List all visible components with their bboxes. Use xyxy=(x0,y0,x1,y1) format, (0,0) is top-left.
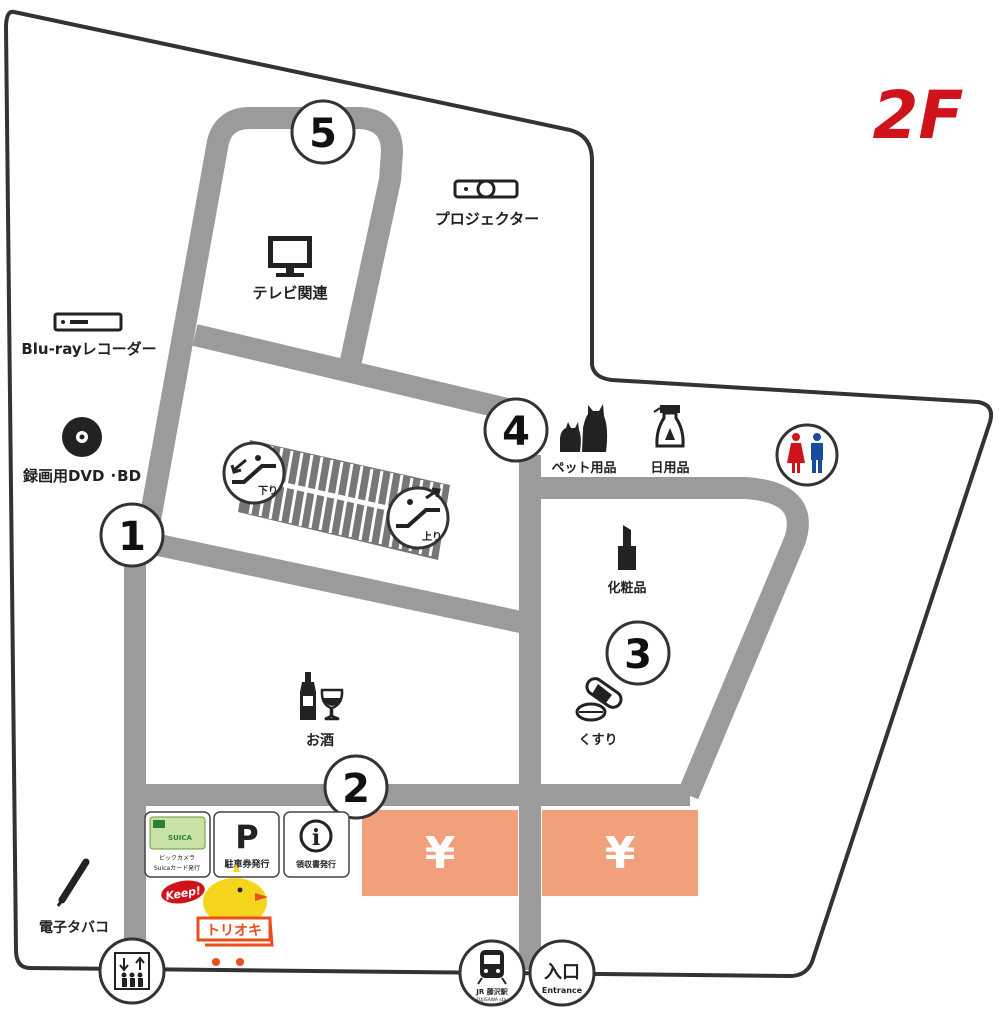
pet-icon xyxy=(560,404,608,452)
checkpoint-3: 3 xyxy=(605,620,671,686)
entrance-en: Entrance xyxy=(542,986,583,995)
escalator-up-label: 上り xyxy=(422,530,442,543)
lipstick-icon xyxy=(618,525,636,570)
checkpoint-1: 1 xyxy=(99,502,165,568)
area-label-tv: テレビ関連 xyxy=(252,284,328,302)
area-label-ecig: 電子タバコ xyxy=(39,919,109,936)
area-label-cosmetics: 化粧品 xyxy=(607,580,646,596)
area-label-daily: 日用品 xyxy=(650,461,689,476)
suica-line1: ビックカメラ xyxy=(159,854,195,862)
pill-icon xyxy=(575,677,623,722)
parking-icon: P xyxy=(235,818,258,856)
suica-card-text: SUICA xyxy=(168,834,192,842)
svg-text:2: 2 xyxy=(342,766,370,812)
tv-icon xyxy=(268,236,312,277)
aisles xyxy=(124,107,809,970)
mascot-badge: Keep! xyxy=(165,884,202,903)
e-cigarette-icon xyxy=(56,858,90,907)
train-icon: JR 藤沢駅 FUJISAWA sta. xyxy=(458,939,526,1007)
area-label-bluray: Blu-rayレコーダー xyxy=(21,340,156,358)
elevator-icon xyxy=(98,937,166,1005)
checkpoint-5: 5 xyxy=(290,99,356,165)
checkpoint-4: 4 xyxy=(483,397,549,463)
yen-icon: ¥ xyxy=(425,828,456,879)
suica-card-service: SUICA ビックカメラ Suicaカード発行 xyxy=(144,811,211,878)
register-right: ¥ xyxy=(542,810,698,896)
mascot-name: トリオキ xyxy=(206,923,262,939)
escalator-down-label: 下り xyxy=(258,485,278,497)
suica-line2: Suicaカード発行 xyxy=(154,864,200,872)
info-icon: i xyxy=(299,819,333,853)
escalator-down-icon: 下り xyxy=(222,441,286,505)
area-label-liquor: お酒 xyxy=(306,733,334,749)
parking-service: P 駐車券発行 xyxy=(213,811,280,878)
svg-text:5: 5 xyxy=(309,111,337,157)
station-sub: FUJISAWA sta. xyxy=(476,997,507,1003)
area-label-projector: プロジェクター xyxy=(435,210,539,228)
checkpoint-2: 2 xyxy=(323,754,389,820)
area-label-medicine: くすり xyxy=(578,733,617,748)
floor-label: 2F xyxy=(872,77,963,154)
register-left: ¥ xyxy=(362,810,518,896)
restroom-icon xyxy=(775,423,839,487)
disc-icon xyxy=(62,417,102,457)
liquor-icon xyxy=(300,672,344,721)
area-label-pet: ペット用品 xyxy=(551,461,616,476)
chick-mascot-icon: トリオキ Keep! xyxy=(161,864,274,966)
bluray-recorder-icon xyxy=(53,312,123,332)
svg-text:4: 4 xyxy=(502,409,530,455)
floor-outline xyxy=(3,9,994,979)
svg-text:3: 3 xyxy=(624,632,652,678)
info-service: i 領収書発行 xyxy=(283,811,350,878)
spray-bottle-icon xyxy=(653,405,685,448)
escalator-up-icon: 上り xyxy=(386,486,450,550)
entrance-jp: 入口 xyxy=(544,962,580,983)
station-name: JR 藤沢駅 xyxy=(475,987,508,996)
parking-label: 駐車券発行 xyxy=(224,858,269,870)
info-label: 領収書発行 xyxy=(295,859,336,869)
svg-text:i: i xyxy=(312,825,320,851)
svg-text:1: 1 xyxy=(118,514,146,560)
projector-icon xyxy=(453,179,519,199)
yen-icon: ¥ xyxy=(605,828,636,879)
area-label-dvd: 録画用DVD ･BD xyxy=(23,467,141,485)
entrance-marker: 入口 Entrance xyxy=(528,939,596,1007)
